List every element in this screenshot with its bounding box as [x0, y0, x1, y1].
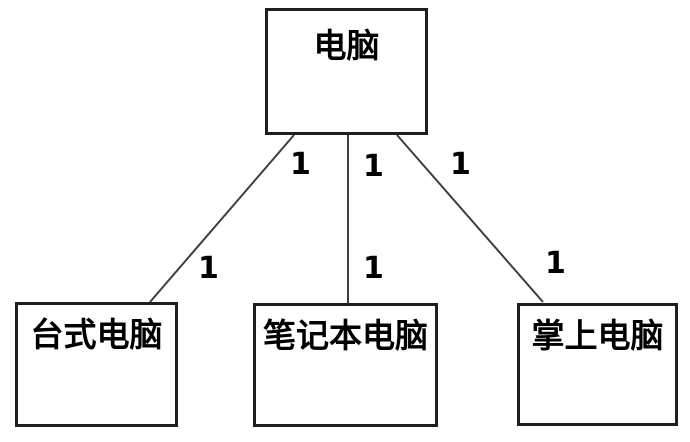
- multiplicity-label-palmtop-target: 1: [545, 246, 566, 281]
- node-desktop-computer-label: 台式电脑: [30, 315, 163, 354]
- node-laptop-computer-label: 笔记本电脑: [263, 316, 428, 355]
- node-desktop-computer: 台式电脑: [15, 302, 178, 427]
- node-laptop-computer: 笔记本电脑: [253, 303, 438, 427]
- node-palmtop-computer: 掌上电脑: [517, 303, 678, 426]
- multiplicity-label-desktop-target: 1: [198, 251, 219, 286]
- multiplicity-label-laptop-target: 1: [363, 251, 384, 286]
- node-computer: 电脑: [265, 8, 428, 135]
- node-palmtop-computer-label: 掌上电脑: [531, 316, 664, 355]
- multiplicity-label-laptop-source: 1: [363, 149, 384, 184]
- multiplicity-label-palmtop-source: 1: [450, 147, 471, 182]
- node-computer-label: 电脑: [313, 26, 380, 65]
- multiplicity-label-desktop-source: 1: [290, 147, 311, 182]
- edge-computer-palmtop: [396, 134, 544, 303]
- edge-computer-desktop: [149, 134, 295, 303]
